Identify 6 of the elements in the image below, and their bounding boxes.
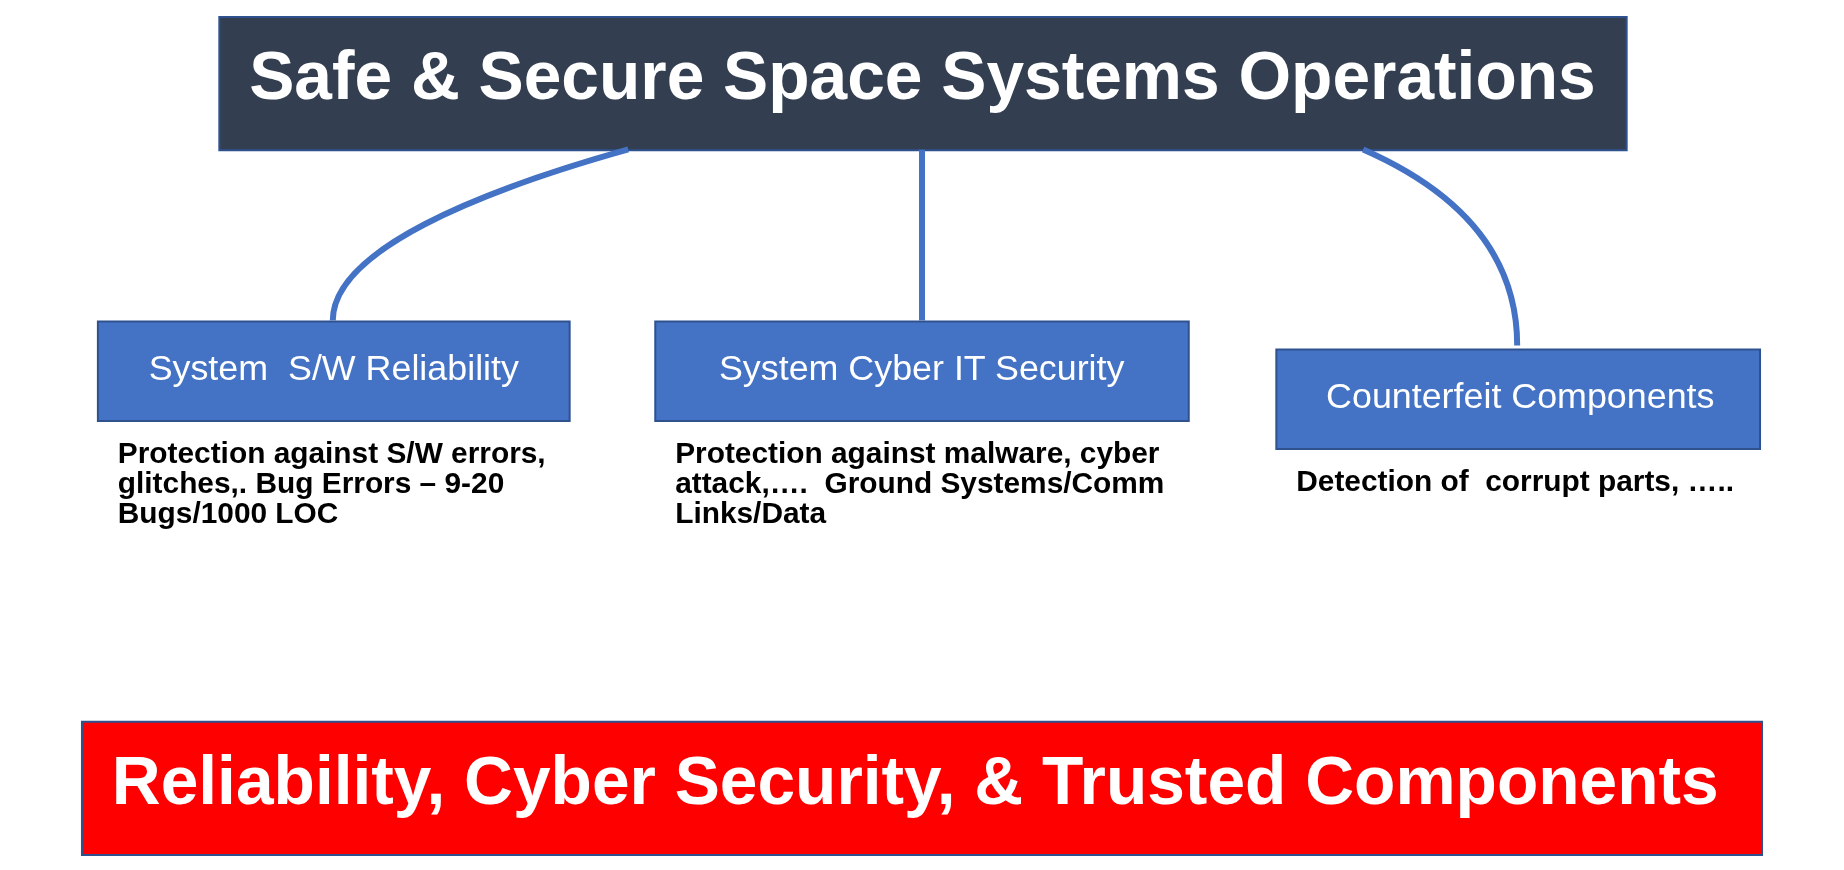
connector	[329, 146, 630, 322]
node-label: Protection against malware, cyber attack,…. Ground Systems/Comm Links/Data	[675, 435, 1165, 529]
connector	[919, 149, 925, 321]
node-label: Protection against S/W errors, glitches,. Bug Errors – 9-20 Bugs/1000 LOC	[117, 435, 546, 529]
node-label: Detection of corrupt parts, …..	[1296, 463, 1734, 497]
connector	[1361, 146, 1521, 346]
